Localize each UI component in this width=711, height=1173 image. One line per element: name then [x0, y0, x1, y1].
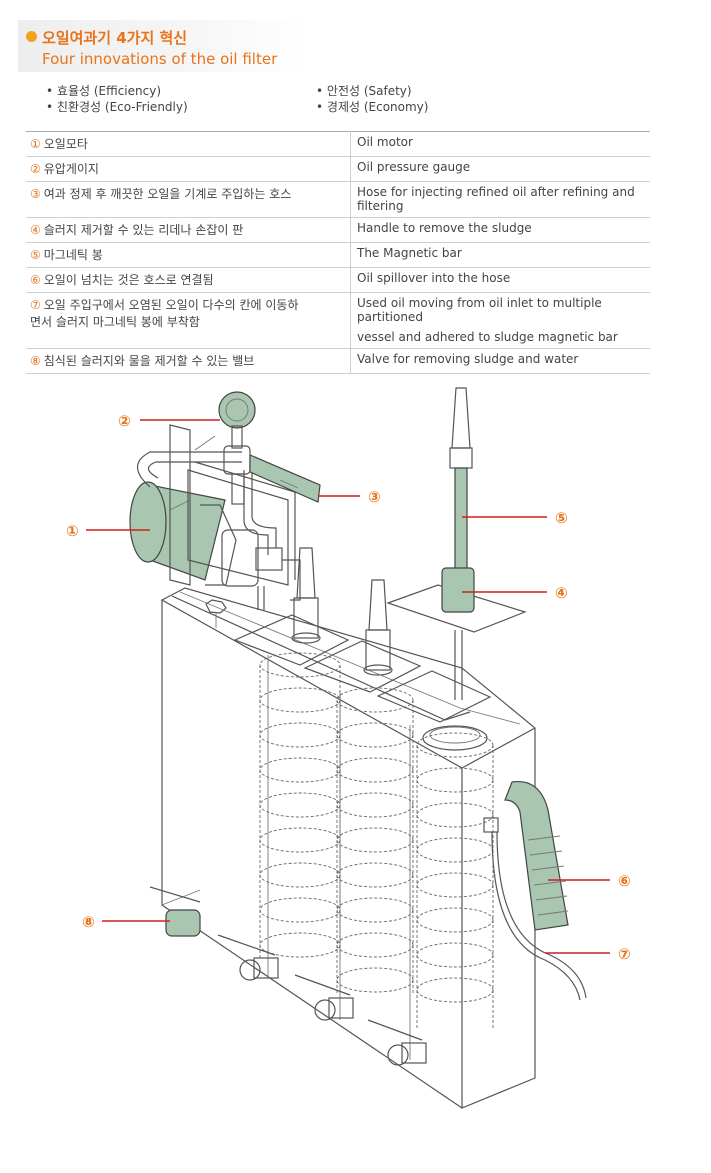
legend-label-en: Oil pressure gauge	[357, 160, 471, 174]
legend-label-en: Handle to remove the sludge	[357, 221, 532, 235]
legend-number: ②	[30, 162, 41, 176]
magnetic-bar	[449, 387, 473, 571]
callout-4: ④	[555, 584, 568, 602]
legend-number: ⑧	[30, 354, 41, 368]
legend-cell-en: Hose for injecting refined oil after ref…	[350, 181, 650, 218]
legend-label-ko: 오일 주입구에서 오염된 오일이 다수의 칸에 이동하 면서 슬러지 마그네틱 …	[30, 298, 299, 329]
legend-label-en: Valve for removing sludge and water	[357, 352, 579, 366]
nozzle-1	[291, 547, 321, 644]
legend-number: ⑤	[30, 248, 41, 262]
legend-label-ko: 유압게이지	[43, 162, 99, 176]
callout-3: ③	[368, 488, 381, 506]
header-background	[18, 20, 308, 72]
outlet-hose	[249, 454, 321, 503]
legend-label-en: Hose for injecting refined oil after ref…	[357, 185, 635, 213]
bullet-efficiency: 효율성 (Efficiency)	[46, 82, 161, 99]
filter-coil-2	[336, 687, 414, 995]
legend-label-ko: 오일모타	[43, 137, 88, 151]
legend-number: ③	[30, 187, 41, 201]
bullet-economy: 경제성 (Economy)	[316, 98, 429, 115]
legend-label-en: Oil spillover into the hose	[357, 271, 511, 285]
legend-label-ko: 침식된 슬러지와 물을 제거할 수 있는 밸브	[43, 354, 255, 368]
legend-number: ⑥	[30, 273, 41, 287]
legend-label-en: vessel and adhered to sludge magnetic ba…	[357, 330, 618, 344]
legend-cell-en: Used oil moving from oil inlet to multip…	[350, 292, 650, 349]
legend-cell-en: Handle to remove the sludge	[350, 217, 650, 243]
oil-motor	[129, 481, 301, 610]
orange-dot-icon	[26, 31, 37, 42]
title-korean: 오일여과기 4가지 혁신	[42, 29, 188, 47]
pressure-gauge-icon	[218, 391, 256, 505]
bullet-safety: 안전성 (Safety)	[316, 82, 412, 99]
filter-coil-1	[259, 652, 341, 960]
callout-1: ①	[66, 522, 79, 540]
legend-cell-en: Valve for removing sludge and water	[350, 348, 650, 374]
pipe-loop	[136, 435, 277, 555]
callout-7: ⑦	[618, 945, 631, 963]
drain-line	[483, 817, 587, 1001]
legend-cell-en: Oil motor	[350, 131, 650, 157]
legend-number: ⑦	[30, 298, 41, 312]
legend-label-ko: 여과 정제 후 깨끗한 오일을 기계로 주입하는 호스	[43, 187, 292, 201]
callout-8: ⑧	[82, 913, 95, 931]
legend-label-ko: 슬러지 제거할 수 있는 리데나 손잡이 판	[43, 223, 244, 237]
filter-coil-3	[416, 732, 494, 1030]
valve-green-icon	[149, 886, 201, 937]
title-english: Four innovations of the oil filter	[42, 50, 278, 68]
legend-label-en: Used oil moving from oil inlet to multip…	[357, 296, 602, 324]
legend-label-en: Oil motor	[357, 135, 413, 149]
legend-cell-en: The Magnetic bar	[350, 242, 650, 268]
callout-5: ⑤	[555, 509, 568, 527]
legend-label-ko: 마그네틱 봉	[43, 248, 103, 262]
spillover-hose	[504, 780, 569, 931]
nozzle-2	[363, 579, 393, 676]
callout-2: ②	[118, 412, 131, 430]
legend-number: ①	[30, 137, 41, 151]
legend-cell-en: Oil spillover into the hose	[350, 267, 650, 293]
callout-6: ⑥	[618, 872, 631, 890]
legend-number: ④	[30, 223, 41, 237]
legend-label-ko: 오일이 넘치는 것은 호스로 연결됨	[43, 273, 214, 287]
oil-inlet	[422, 725, 488, 751]
knob-icon	[205, 599, 227, 628]
valve-icon	[217, 934, 279, 981]
cabinet	[160, 587, 536, 1109]
valve-icon	[294, 974, 354, 1021]
legend-cell-en: Oil pressure gauge	[350, 156, 650, 182]
handle-plate	[386, 567, 527, 700]
bullet-eco-friendly: 친환경성 (Eco-Friendly)	[46, 98, 188, 115]
valve-icon	[367, 1019, 427, 1066]
legend-label-en: The Magnetic bar	[357, 246, 462, 260]
